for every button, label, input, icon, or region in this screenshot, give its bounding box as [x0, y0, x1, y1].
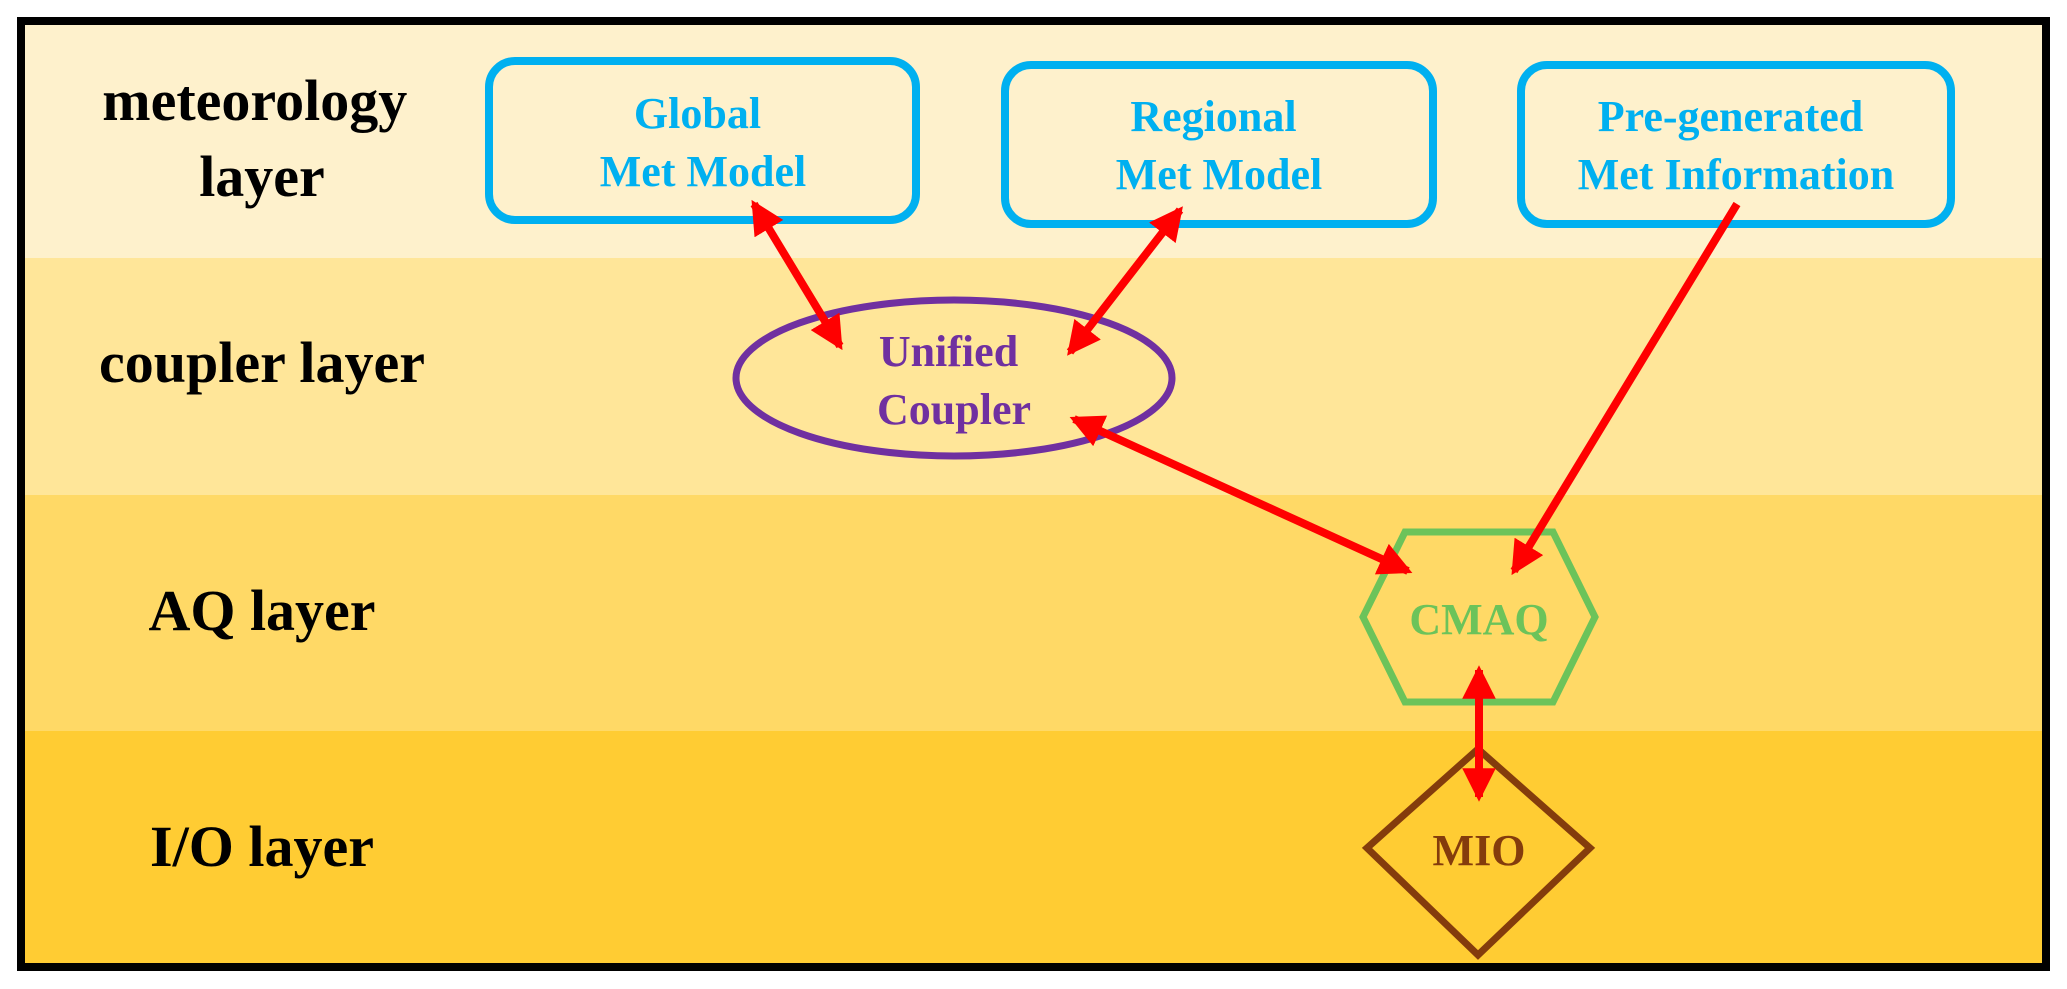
- node-label: Global Met Model: [600, 89, 806, 196]
- node-label: MIO: [1433, 826, 1526, 875]
- node-label-line: Met Information: [1578, 150, 1895, 199]
- arrow-pregen-met-cmaq: [1510, 201, 1741, 576]
- node-mio[interactable]: MIO: [1361, 744, 1596, 960]
- node-box: [1517, 61, 1955, 228]
- layer-label-coupler: coupler layer: [99, 330, 425, 395]
- node-label: CMAQ: [1409, 595, 1548, 644]
- arrow-coupler-cmaq: [1069, 415, 1413, 575]
- io-layer-band: [21, 731, 2046, 967]
- node-unified-coupler[interactable]: Unified Coupler: [732, 296, 1176, 460]
- node-label-line: Regional: [1130, 92, 1296, 141]
- layer-label-io: I/O layer: [150, 814, 374, 879]
- node-hexagon: [1359, 528, 1599, 706]
- node-cmaq[interactable]: CMAQ: [1359, 528, 1599, 706]
- aq-layer-band: [21, 495, 2046, 731]
- arrow-global-met-coupler: [750, 199, 844, 351]
- node-label-line: Coupler: [877, 385, 1031, 434]
- layer-label-line: layer: [199, 144, 325, 209]
- node-label: Unified Coupler: [877, 327, 1031, 434]
- meteorology-layer-band: [21, 21, 2046, 258]
- node-ellipse: [732, 296, 1176, 460]
- layer-label-aq: AQ layer: [148, 578, 375, 643]
- node-label-line: Met Model: [600, 147, 806, 196]
- node-label-line: Global: [634, 89, 761, 138]
- node-label-line: Met Model: [1116, 150, 1322, 199]
- node-global-met-model[interactable]: Global Met Model: [485, 57, 920, 224]
- arrow-regional-met-coupler: [1066, 206, 1184, 356]
- node-regional-met-model[interactable]: Regional Met Model: [1001, 61, 1437, 228]
- layer-label-meteorology: meteorology layer: [102, 68, 421, 209]
- node-label-line: Unified: [879, 327, 1018, 376]
- node-pregenerated-met-information[interactable]: Pre-generated Met Information: [1517, 61, 1955, 228]
- node-box: [1001, 61, 1437, 228]
- node-label-line: Pre-generated: [1598, 92, 1864, 141]
- node-label: Regional Met Model: [1116, 92, 1322, 199]
- coupler-layer-band: [21, 258, 2046, 495]
- diagram-frame: [17, 17, 2050, 971]
- node-label: Pre-generated Met Information: [1578, 92, 1895, 199]
- node-box: [485, 57, 920, 224]
- node-diamond: [1361, 744, 1596, 960]
- layer-label-line: meteorology: [102, 68, 407, 133]
